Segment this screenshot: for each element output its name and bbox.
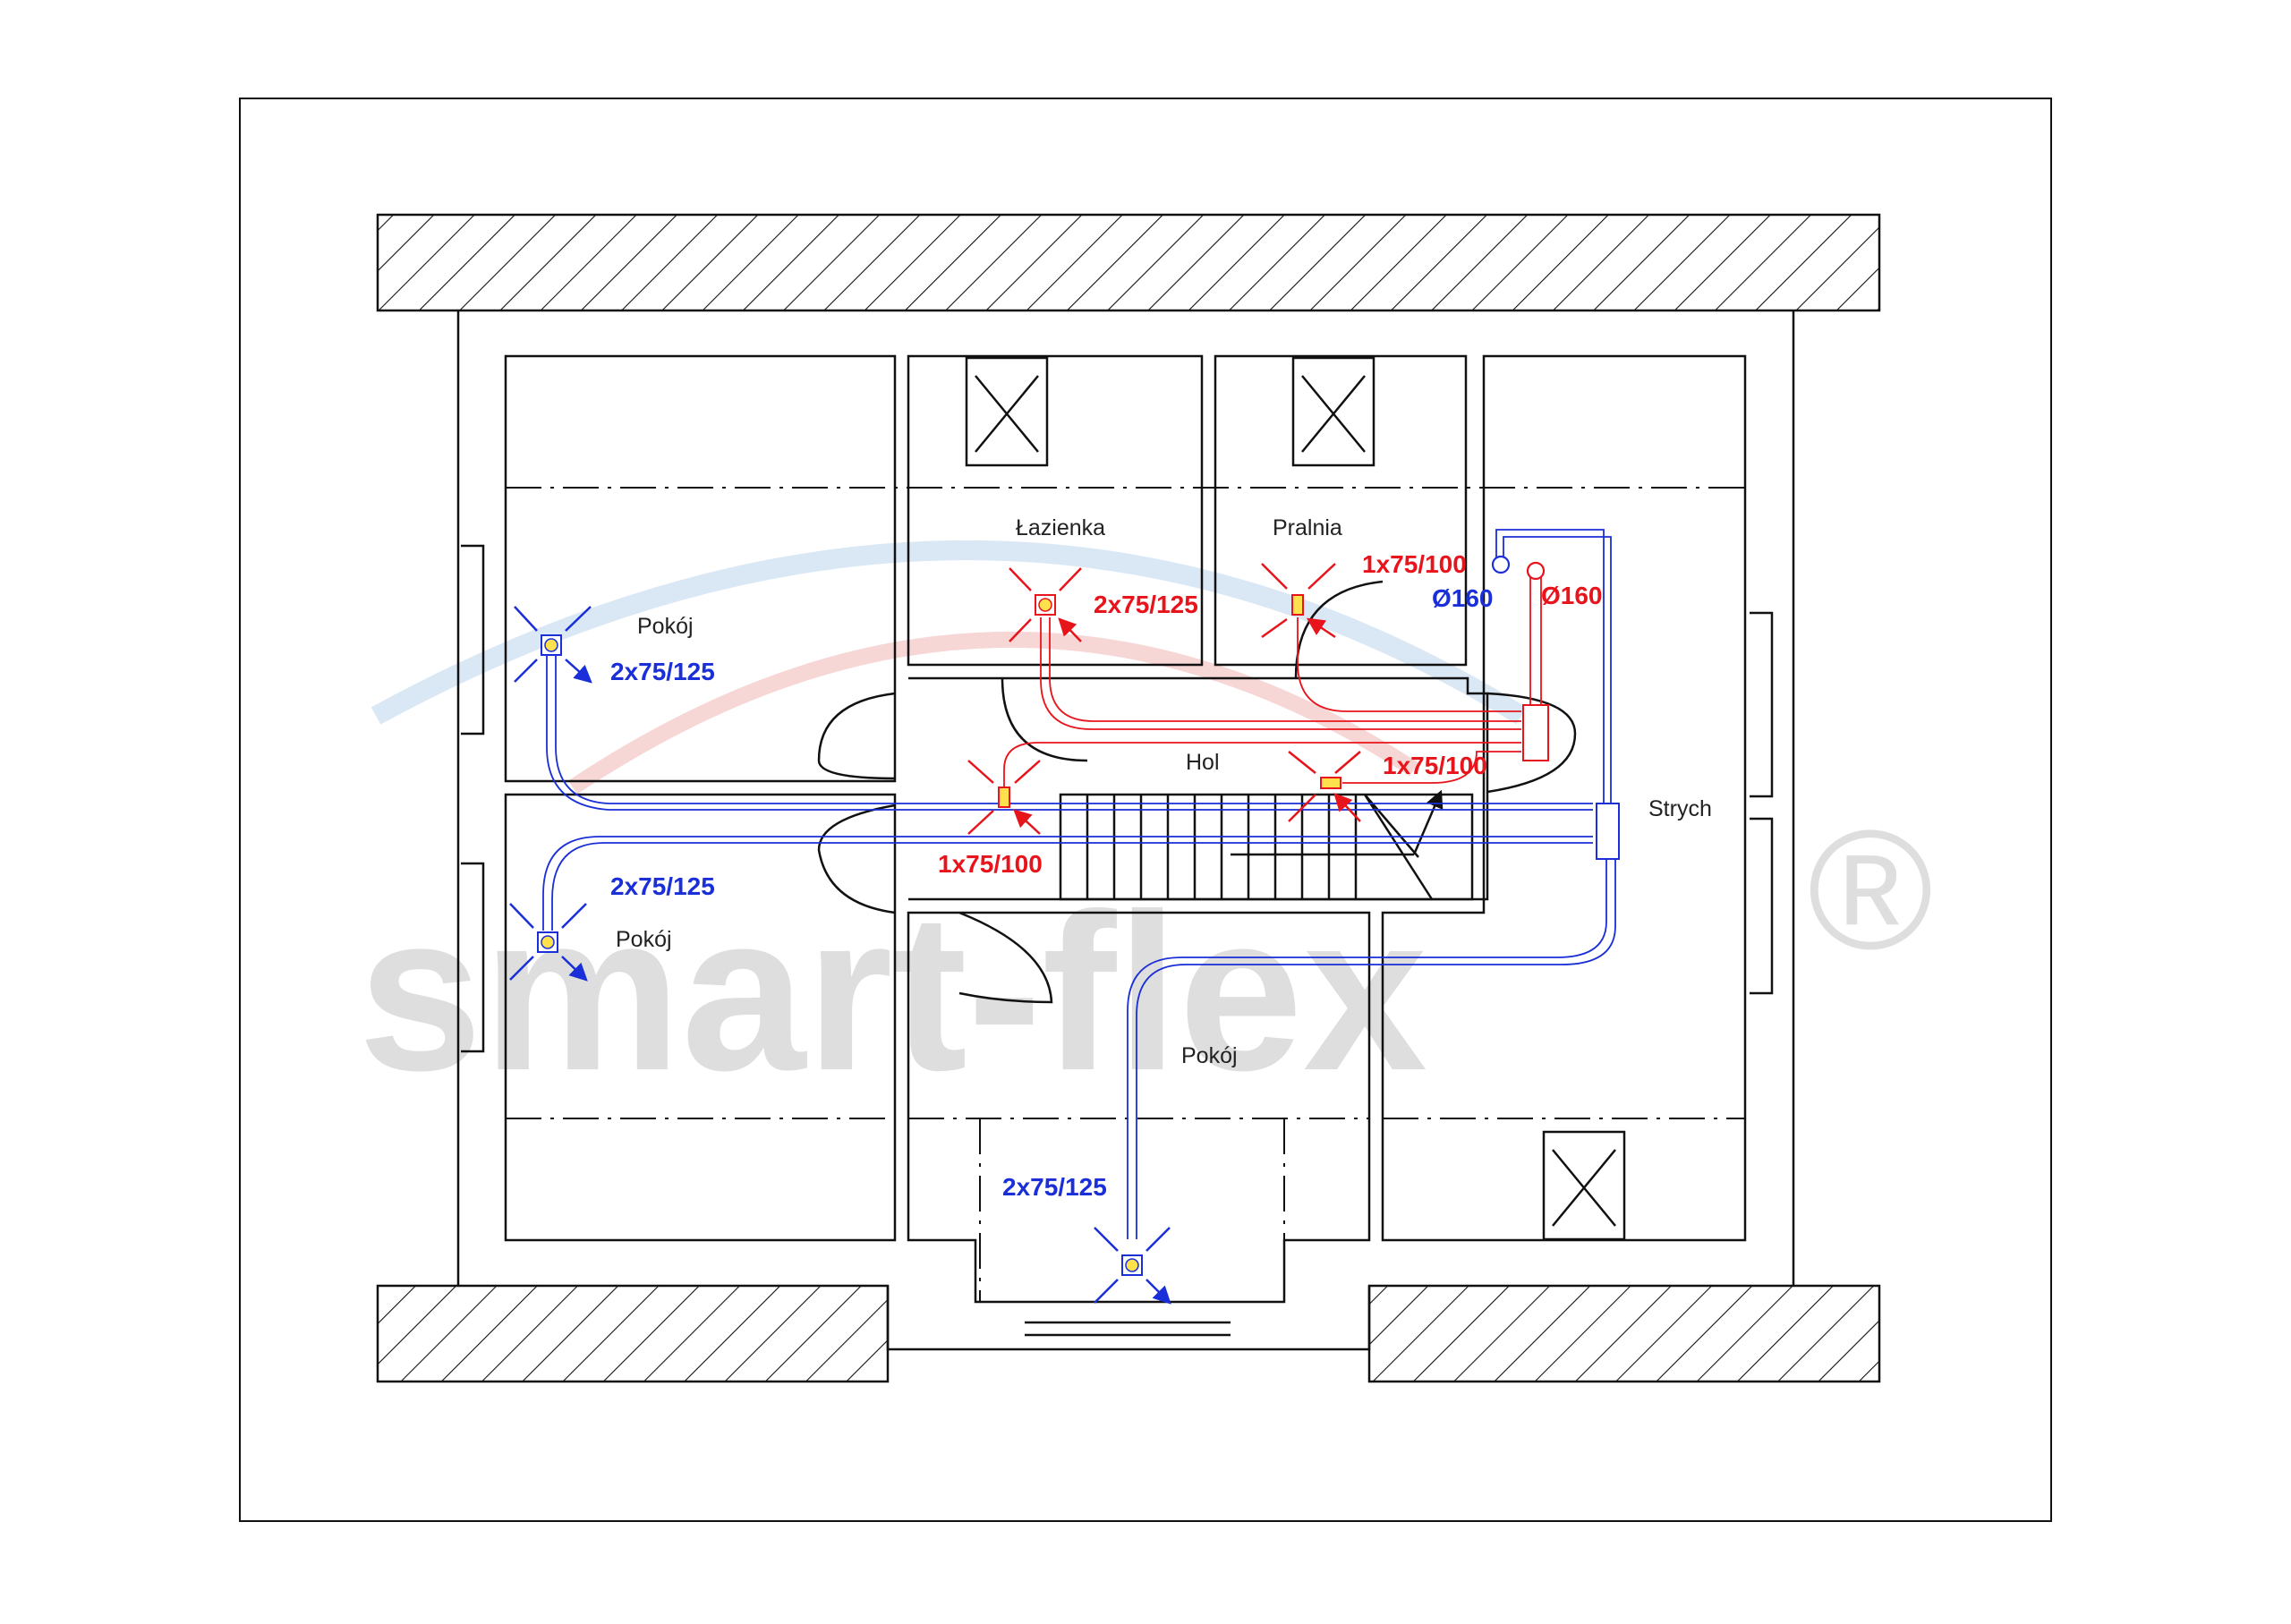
door-pokoj-top-left <box>817 692 896 780</box>
watermark: smart-flex ® <box>358 540 1933 1117</box>
watermark-registered-mark: ® <box>1808 795 1933 985</box>
roof-slope-lines <box>506 487 1745 1302</box>
extract-terminal-lazienka <box>1009 567 1082 642</box>
extract-ducts <box>1003 573 1542 787</box>
label-extract-pralnia: 1x75/100 <box>1362 550 1467 578</box>
extract-duct-lazienka-a <box>1040 617 1521 730</box>
room-label-pokoj-top-left: Pokój <box>637 614 694 639</box>
supply-distribution-box <box>1596 803 1620 860</box>
skylight-strych <box>1542 1130 1626 1241</box>
drawing-frame <box>239 98 2052 1522</box>
walls <box>456 310 1795 1351</box>
bottom-bay-wall <box>886 1286 1371 1351</box>
watermark-text: smart-flex <box>358 867 1427 1117</box>
roof-top-hatch <box>376 213 1881 312</box>
supply-terminal-top-left <box>514 606 591 682</box>
staircase <box>1059 789 1474 901</box>
label-extract-hol-right: 1x75/100 <box>1383 752 1487 779</box>
extract-terminal-hol-left <box>967 760 1041 835</box>
label-supply-top-left: 2x75/125 <box>610 658 715 685</box>
room-label-pralnia: Pralnia <box>1273 515 1342 540</box>
right-windows <box>1750 611 1774 995</box>
outer-walls <box>456 310 1795 1286</box>
roof-bottom-left-hatch <box>376 1284 890 1383</box>
supply-ducts <box>542 529 1616 1239</box>
extract-terminal-pralnia <box>1261 563 1336 639</box>
room-label-pokoj-bottom: Pokój <box>1181 1043 1238 1068</box>
skylight-lazienka <box>965 356 1049 467</box>
supply-duct-top-left-b <box>555 649 1593 804</box>
supply-terminal-bottom <box>1094 1227 1170 1303</box>
label-main-extract: Ø160 <box>1541 582 1603 609</box>
room-label-pokoj-left: Pokój <box>616 927 672 952</box>
supply-main-port <box>1491 555 1511 574</box>
supply-duct-bottom-b <box>1136 859 1616 1239</box>
extract-duct-lazienka-b <box>1049 617 1521 722</box>
room-lazienka <box>907 354 1204 667</box>
label-extract-hol-left: 1x75/100 <box>938 850 1043 878</box>
door-lazienka <box>1001 677 1088 762</box>
extract-duct-pralnia <box>1297 617 1521 712</box>
skylight-pralnia <box>1291 356 1375 467</box>
supply-terminal-left <box>509 903 586 980</box>
label-supply-bottom: 2x75/125 <box>1002 1173 1107 1201</box>
roof-bottom-right-hatch <box>1367 1284 1881 1383</box>
extract-main-duct <box>1529 573 1542 707</box>
label-supply-left: 2x75/125 <box>610 872 715 900</box>
room-label-strych: Strych <box>1648 796 1712 821</box>
room-label-hol: Hol <box>1186 750 1220 775</box>
supply-duct-left-b <box>551 842 1593 931</box>
supply-duct-bottom-a <box>1127 859 1607 1239</box>
stair-direction-arrow <box>1412 789 1444 855</box>
bottom-window <box>1025 1321 1231 1337</box>
supply-duct-left-a <box>542 836 1593 931</box>
room-pralnia <box>1214 354 1468 667</box>
extract-terminal-hol-right <box>1288 751 1361 822</box>
room-label-lazienka: Łazienka <box>1016 515 1105 540</box>
supply-duct-top-left-a <box>546 649 1593 811</box>
extract-duct-hol-right <box>1342 751 1521 784</box>
extract-main-port <box>1526 561 1546 581</box>
room-strych <box>1381 354 1747 1242</box>
supply-main-duct <box>1495 529 1612 805</box>
door-strych <box>1486 692 1577 794</box>
left-windows <box>461 544 485 1053</box>
label-extract-lazienka: 2x75/125 <box>1094 591 1198 618</box>
door-pokoj-bottom <box>958 911 1053 1004</box>
room-pokoj-top-left <box>504 354 897 783</box>
extract-duct-hol-left <box>1003 742 1521 787</box>
door-pokoj-left <box>817 803 896 914</box>
room-pokoj-left <box>504 793 897 1242</box>
skylights <box>965 356 1626 1241</box>
extract-distribution-box <box>1522 704 1549 761</box>
roof-hatching <box>376 213 1881 1383</box>
label-main-supply: Ø160 <box>1432 584 1494 612</box>
